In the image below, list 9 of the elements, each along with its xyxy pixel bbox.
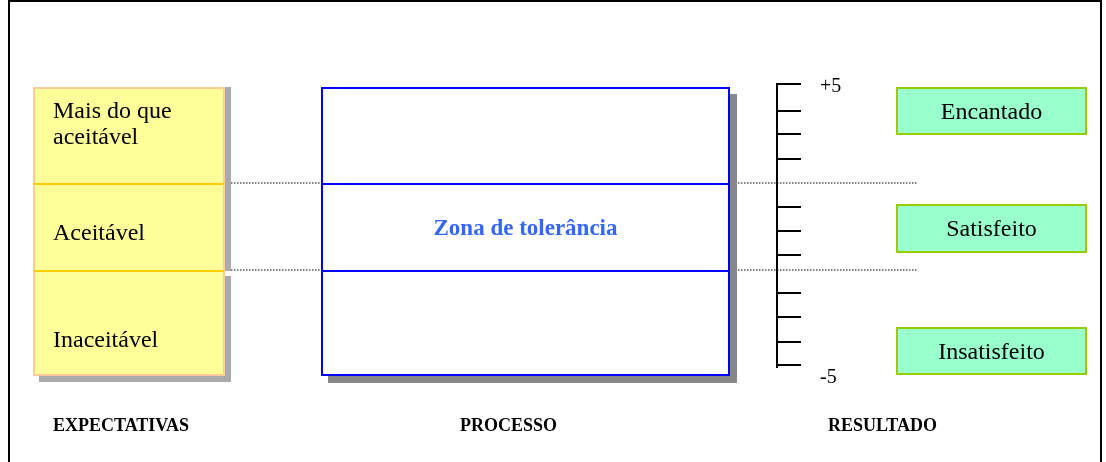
scale-label: +5	[820, 75, 842, 95]
column-heading: EXPECTATIVAS	[53, 416, 190, 434]
zone-band: Zona de tolerância	[323, 183, 728, 272]
column-heading: RESULTADO	[828, 416, 938, 434]
result-box: Encantado	[896, 87, 1087, 135]
scale-label: -5	[820, 366, 837, 386]
result-box: Satisfeito	[896, 204, 1087, 253]
column-heading: PROCESSO	[460, 416, 558, 434]
result-box: Insatisfeito	[896, 327, 1087, 375]
